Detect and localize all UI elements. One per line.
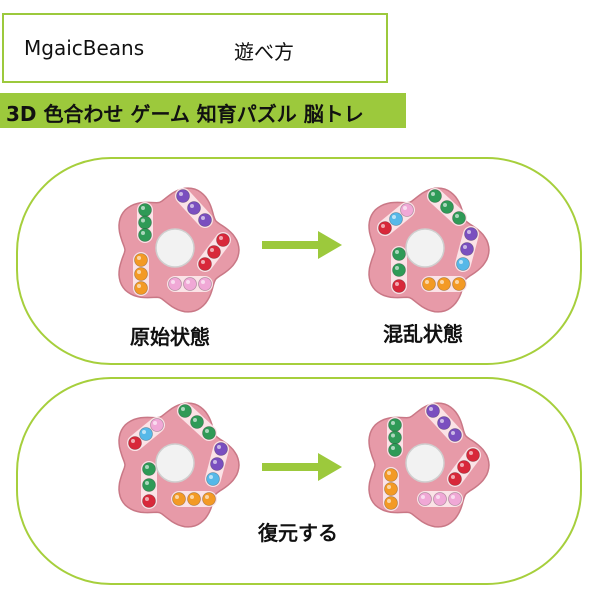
right-arrow-icon-2 (262, 453, 342, 481)
banner-text: 3D 色合わせ ゲーム 知育パズル 脳トレ (6, 102, 364, 126)
panel-original-to-scrambled (16, 157, 582, 365)
brand-name: MgaicBeans (24, 36, 145, 60)
puzzle-scrambled-image (368, 187, 490, 313)
puzzle-scrambled-image-2 (118, 402, 240, 528)
feature-banner: 3D 色合わせ ゲーム 知育パズル 脳トレ (0, 93, 406, 128)
how-to-play-label: 遊べ方 (234, 40, 294, 64)
title-box: MgaicBeans 遊べ方 (2, 13, 388, 83)
scrambled-state-caption: 混乱状態 (383, 322, 463, 346)
original-state-caption: 原始状態 (130, 325, 210, 349)
restore-caption: 復元する (258, 521, 338, 545)
puzzle-original-image (118, 187, 240, 313)
puzzle-restored-image (368, 402, 490, 528)
right-arrow-icon (262, 231, 342, 259)
panel-restore (16, 377, 582, 585)
